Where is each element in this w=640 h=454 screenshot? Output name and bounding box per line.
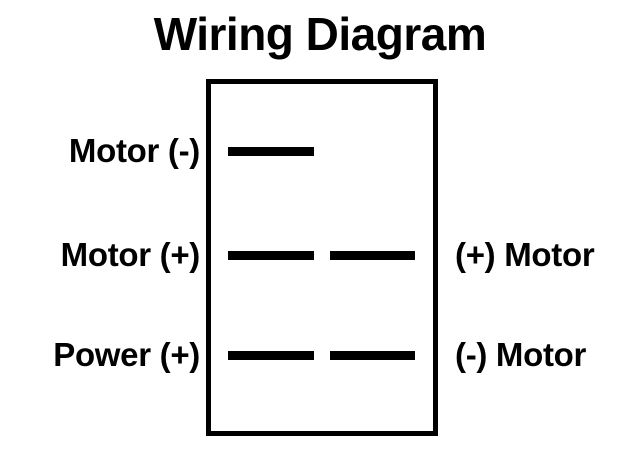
terminal-contact-bar-left-1 xyxy=(228,147,314,156)
terminal-label-left-1: Motor (-) xyxy=(68,132,200,169)
terminal-label-right-2: (+) Motor xyxy=(455,236,595,273)
terminal-label-right-1 xyxy=(455,128,640,174)
terminal-contact-bar-left-3 xyxy=(228,351,314,360)
terminal-contact-bar-left-2 xyxy=(228,251,314,260)
terminal-label-left-3: Power (+) xyxy=(53,336,200,373)
terminal-contact-bar-right-2 xyxy=(330,251,415,260)
terminal-row: Motor (+) (+) Motor xyxy=(0,232,640,278)
terminal-row: Motor (-) xyxy=(0,128,640,174)
terminal-label-right-3: (-) Motor xyxy=(455,336,587,373)
page-title: Wiring Diagram xyxy=(153,8,487,60)
terminal-row: Power (+) (-) Motor xyxy=(0,332,640,378)
terminal-contact-bar-right-3 xyxy=(330,351,415,360)
terminal-label-left-2: Motor (+) xyxy=(60,236,201,273)
